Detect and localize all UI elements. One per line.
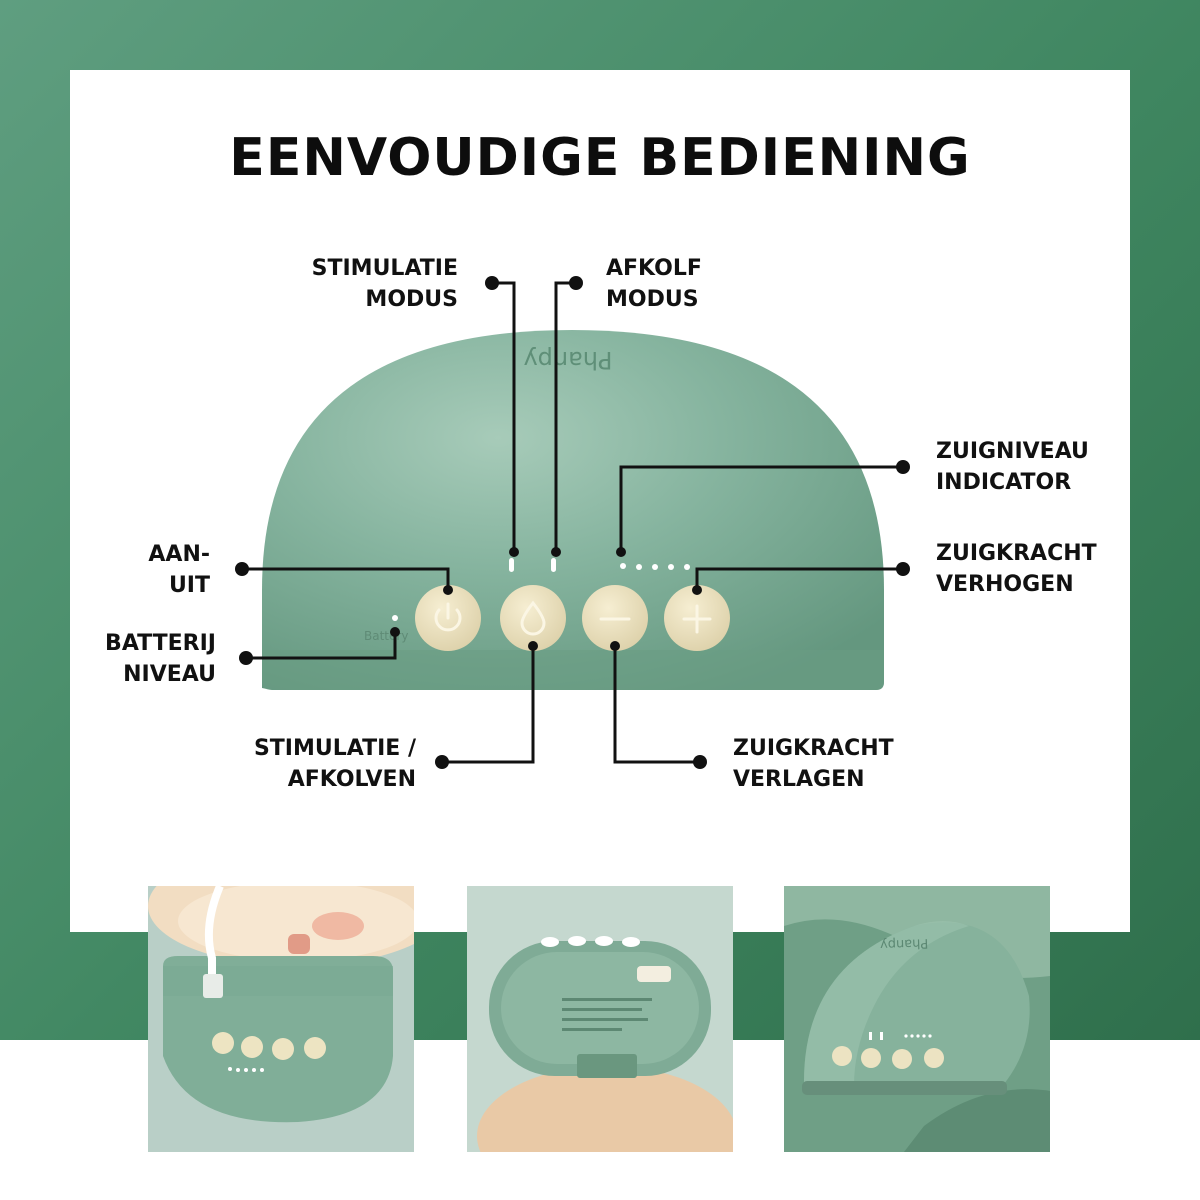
suction-increase-button[interactable] [664,585,730,651]
stimulation-mode-led [509,558,514,572]
suction-decrease-button[interactable] [582,585,648,651]
label-line: MODUS [365,287,458,312]
droplet-icon [520,600,546,636]
device-diagram: Phanpy Battery [235,276,910,769]
breast-pump-device: Phanpy Battery [262,330,884,690]
label-line: ZUIGKRACHT [936,541,1097,566]
label-line: INDICATOR [936,470,1072,495]
label-line: AFKOLVEN [287,767,416,792]
label-expression-mode: AFKOLF MODUS [606,253,702,315]
label-line: STIMULATIE [311,256,458,281]
label-line: NIVEAU [123,662,216,687]
label-stimulation-mode: STIMULATIE MODUS [300,253,458,315]
label-line: STIMULATIE / [253,736,416,761]
page-title: EENVOUDIGE BEDIENING [229,128,971,188]
label-line: MODUS [606,287,699,312]
label-battery-level: BATTERIJ NIVEAU [80,628,216,690]
photo-brand-logo: Phanpy [879,935,928,952]
photo-bottom-view-illustration [467,886,733,1152]
photo-side-view-illustration: Phanpy [784,886,1050,1152]
suction-level-leds [620,563,690,570]
label-line: AAN- [148,542,210,567]
label-line: ZUIGNIVEAU [936,439,1089,464]
label-suction-decrease: ZUIGKRACHT VERLAGEN [733,733,894,795]
label-stimulation-expression: STIMULATIE / AFKOLVEN [230,733,416,795]
photo-charging [148,886,414,1152]
photo-side-view: Phanpy [784,886,1050,1152]
label-power: AAN- UIT [100,539,210,601]
label-line: BATTERIJ [105,631,216,656]
power-button[interactable] [415,585,481,651]
label-line: VERHOGEN [936,572,1074,597]
label-suction-increase: ZUIGKRACHT VERHOGEN [936,538,1097,600]
plus-icon [682,604,712,634]
label-suction-level-indicator: ZUIGNIVEAU INDICATOR [936,436,1089,498]
label-line: VERLAGEN [733,767,865,792]
leader-lines [242,281,903,764]
label-line: UIT [168,573,210,598]
photo-charging-illustration [148,886,414,1152]
power-icon [434,602,462,632]
label-line: AFKOLF [606,256,702,281]
label-line: ZUIGKRACHT [733,736,894,761]
mode-toggle-button[interactable] [500,585,566,651]
battery-print: Battery [364,629,408,643]
leader-dots [235,276,910,769]
expression-mode-led [551,558,556,572]
brand-logo: Phanpy [523,346,612,374]
battery-led [392,615,398,621]
photo-bottom-view [467,886,733,1152]
